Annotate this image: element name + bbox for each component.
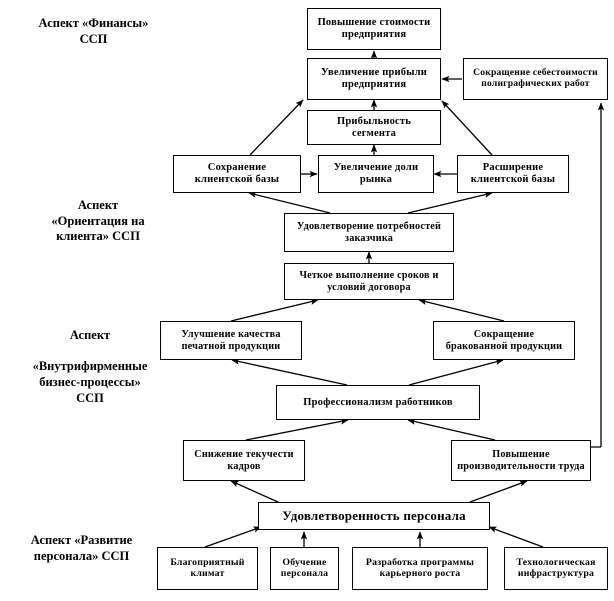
edge-n5-n2 (249, 99, 304, 156)
node-increase-market-share[interactable]: Увеличение доли рынка (318, 155, 434, 193)
edge-n7-n2 (441, 100, 493, 156)
node-staff-professionalism[interactable]: Профессионализм работников (276, 385, 480, 420)
node-satisfy-customer-needs[interactable]: Удовлетворение потребностей заказчика (284, 213, 454, 252)
node-reduce-defective-output[interactable]: Сокращение бракованной продукции (433, 321, 575, 360)
node-expand-client-base[interactable]: Расширение клиентской базы (457, 155, 569, 193)
aspect-label-personnel: Аспект «Развитие персонала» ССП (30, 533, 133, 563)
edge-n14-n12 (407, 418, 496, 441)
node-increase-labor-productivity[interactable]: Повышение производительности труда (451, 440, 591, 481)
edge-n12-n11 (408, 358, 504, 386)
node-reduce-staff-turnover[interactable]: Снижение текучести кадров (183, 440, 305, 481)
node-increase-enterprise-value[interactable]: Повышение стоимости предприятия (307, 8, 441, 50)
node-staff-satisfaction[interactable]: Удовлетворенность персонала (258, 502, 490, 530)
edge-n8-n7 (407, 191, 493, 214)
node-meet-contract-terms[interactable]: Четкое выполнение сроков и условий догов… (284, 263, 454, 300)
node-favorable-climate[interactable]: Благоприятный климат (157, 547, 258, 590)
node-improve-print-quality[interactable]: Улучшение качества печатной продукции (160, 321, 302, 360)
edge-n10-n9 (230, 298, 319, 322)
edge-n16-n15 (204, 526, 262, 548)
node-retain-client-base[interactable]: Сохранение клиентской базы (173, 155, 301, 193)
edge-n15-n13 (230, 480, 279, 503)
node-staff-training[interactable]: Обучение персонала (270, 547, 339, 590)
edge-n19-n15 (488, 526, 544, 548)
edge-n13-n12 (245, 418, 349, 441)
edge-n11-n9 (418, 298, 505, 322)
edge-n8-n5 (248, 191, 331, 214)
node-reduce-printing-cost[interactable]: Сокращение себестоимости полиграфических… (463, 58, 608, 100)
node-technological-infrastructure[interactable]: Технологическая инфраструктура (504, 547, 608, 590)
node-increase-enterprise-profit[interactable]: Увеличение прибыли предприятия (307, 58, 441, 100)
edge-n15-n14 (469, 480, 528, 503)
aspect-label-internal: Аспект «Внутрифирменные бизнес-процессы»… (32, 328, 148, 405)
node-career-program-development[interactable]: Разработка программы карьерного роста (352, 547, 488, 590)
aspect-label-customer: Аспект «Ориентация на клиента» ССП (51, 198, 145, 244)
edge-n12-n10 (231, 358, 348, 386)
aspect-label-finance: Аспект «Финансы» ССП (38, 16, 149, 46)
node-segment-profitability[interactable]: Прибыльность сегмента (307, 110, 441, 145)
